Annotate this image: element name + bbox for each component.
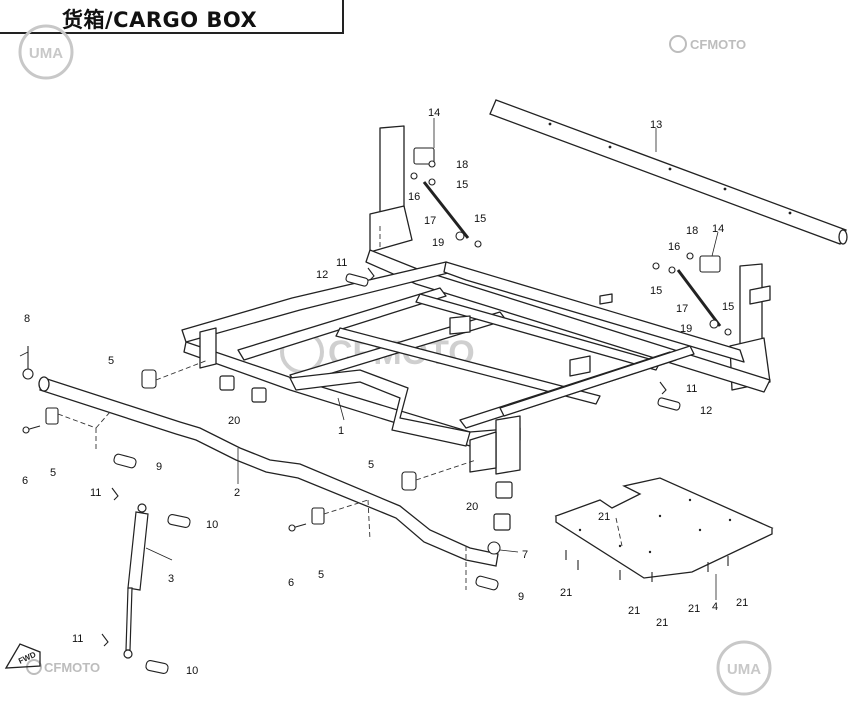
callout-12-right: 12 bbox=[700, 405, 712, 417]
page-title: 货箱/CARGO BOX bbox=[62, 8, 258, 32]
callout-11-left: 11 bbox=[90, 487, 101, 499]
callout-5-lower-center: 5 bbox=[318, 569, 324, 581]
part-2-tube bbox=[38, 376, 499, 567]
callout-20-right: 20 bbox=[466, 501, 478, 513]
callout-6-center: 6 bbox=[288, 577, 294, 589]
cfmoto-watermark-text: CFMOTO bbox=[690, 37, 746, 52]
callout-3: 3 bbox=[168, 573, 174, 585]
callout-19-right: 19 bbox=[680, 323, 692, 335]
callout-14-right: 14 bbox=[712, 223, 724, 235]
callout-21-d: 21 bbox=[656, 617, 668, 629]
callout-18-right: 18 bbox=[686, 225, 698, 237]
callout-11-right: 11 bbox=[686, 383, 697, 395]
callout-12-top: 12 bbox=[316, 269, 328, 281]
callout-10-lower: 10 bbox=[186, 665, 198, 677]
assembly-dashed-lines bbox=[57, 226, 623, 590]
callout-18-left: 18 bbox=[456, 159, 468, 171]
callout-15-c: 15 bbox=[650, 285, 662, 297]
callout-5-center: 5 bbox=[368, 459, 374, 471]
callout-21-a: 21 bbox=[598, 511, 610, 523]
fwd-arrow-icon: FWD bbox=[4, 643, 41, 669]
callout-21-e: 21 bbox=[688, 603, 700, 615]
callout-15-b: 15 bbox=[474, 213, 486, 225]
uma-watermark-bottom-text: UMA bbox=[727, 661, 761, 678]
callout-11-bottom: 11 bbox=[72, 633, 83, 645]
callout-15-d: 15 bbox=[722, 301, 734, 313]
callout-9-upper: 9 bbox=[156, 461, 162, 473]
callout-15-a: 15 bbox=[456, 179, 468, 191]
callout-11-top: 11 bbox=[336, 257, 347, 269]
callout-17-right: 17 bbox=[676, 303, 688, 315]
callout-6-left: 6 bbox=[22, 475, 28, 487]
cfmoto-logo-top-right: CFMOTO bbox=[669, 35, 746, 53]
part-13-rod bbox=[489, 99, 848, 245]
part-20-rubber-pads bbox=[219, 375, 513, 531]
cfmoto-watermark-bottom-text: CFMOTO bbox=[44, 660, 100, 675]
callout-16-right: 16 bbox=[668, 241, 680, 253]
callout-21-c: 21 bbox=[628, 605, 640, 617]
part-1-main-frame bbox=[181, 125, 771, 475]
callout-5-lower-left: 5 bbox=[50, 467, 56, 479]
callout-labels: 1 2 3 4 5 5 5 5 6 6 7 8 9 9 10 10 11 11 … bbox=[22, 107, 748, 677]
callout-16-left: 16 bbox=[408, 191, 420, 203]
uma-watermark-text: UMA bbox=[29, 45, 63, 62]
part-3-gas-strut bbox=[123, 503, 149, 659]
callout-19-left: 19 bbox=[432, 237, 444, 249]
callout-1: 1 bbox=[338, 425, 344, 437]
callout-20-left: 20 bbox=[228, 415, 240, 427]
callout-10-upper: 10 bbox=[206, 519, 218, 531]
callout-13: 13 bbox=[650, 119, 662, 131]
title-box: 货箱/CARGO BOX bbox=[0, 0, 344, 34]
callout-2: 2 bbox=[234, 487, 240, 499]
callout-21-f: 21 bbox=[736, 597, 748, 609]
callout-8: 8 bbox=[24, 313, 30, 325]
callout-14-left: 14 bbox=[428, 107, 440, 119]
callout-leaders bbox=[19, 118, 719, 600]
callout-17-left: 17 bbox=[424, 215, 436, 227]
uma-logo-bottom-right: UMA bbox=[716, 640, 772, 696]
cfmoto-logo-bottom-left: CFMOTO bbox=[26, 659, 100, 675]
callout-4: 4 bbox=[712, 601, 718, 613]
callout-7: 7 bbox=[522, 549, 528, 561]
callout-21-b: 21 bbox=[560, 587, 572, 599]
callout-9-lower: 9 bbox=[518, 591, 524, 603]
small-hardware bbox=[22, 147, 732, 674]
callout-5-top-left: 5 bbox=[108, 355, 114, 367]
uma-logo-top-left: UMA bbox=[18, 24, 74, 80]
part-4-bed-plate bbox=[554, 477, 774, 579]
